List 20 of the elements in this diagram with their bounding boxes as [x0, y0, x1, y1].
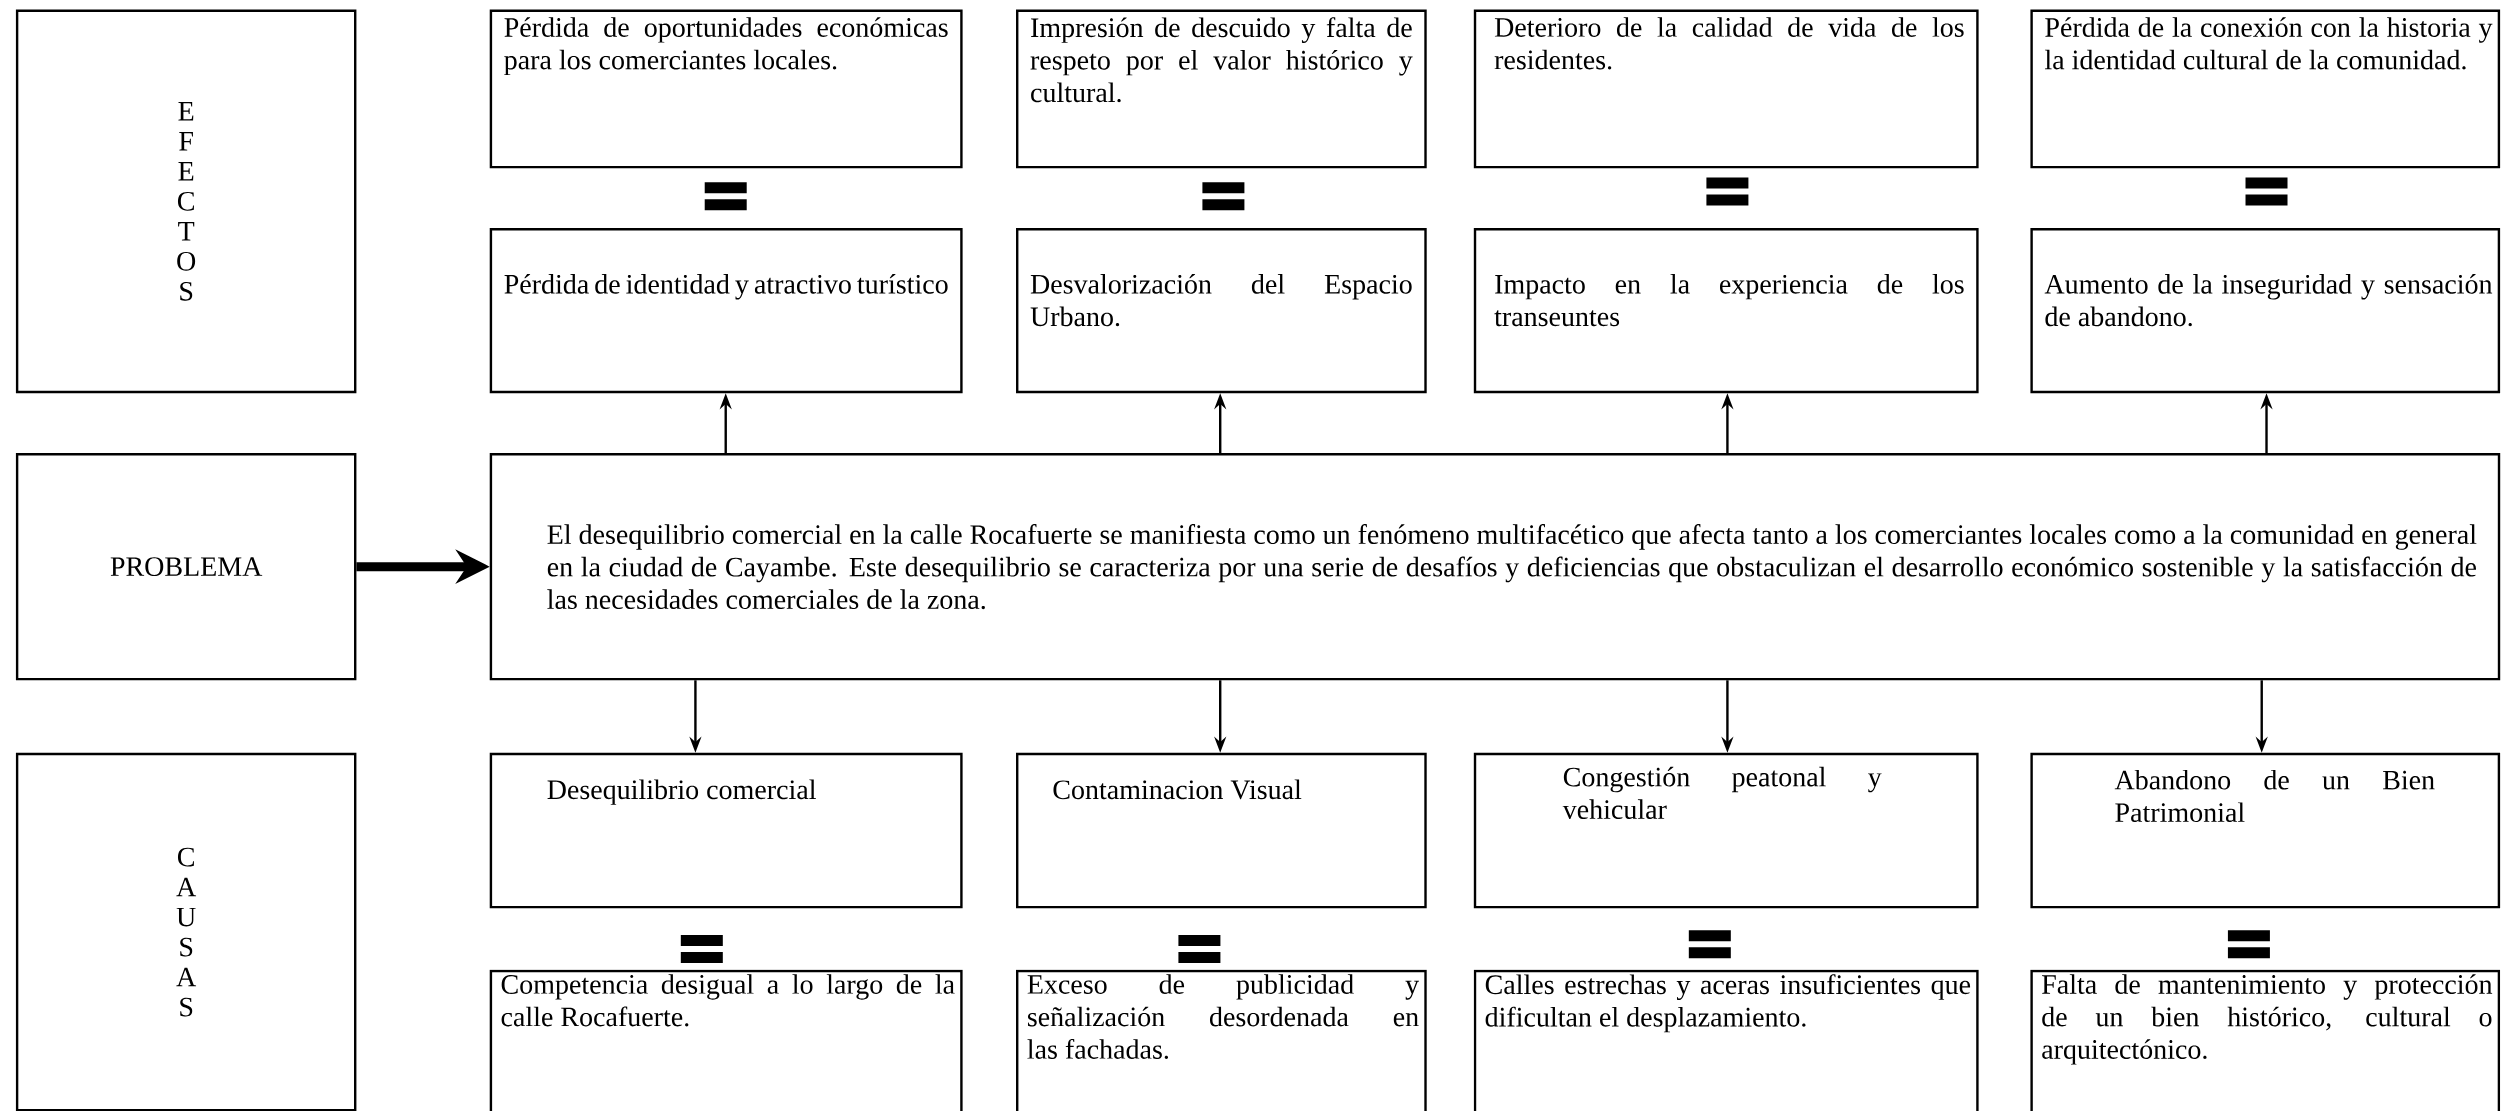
text-box: Falta de mantenimiento y protección de un bien histórico, cultural o arquitectónico.: [2030, 969, 2501, 1111]
text-box: Contaminacion Visual: [1016, 752, 1427, 909]
text-box: Abandono de un Bien Patrimonial: [2030, 752, 2501, 909]
text-box: Congestión peatonal y vehicular: [1473, 752, 1979, 909]
text-box: Deterioro de la calidad de vida de los residentes.: [1473, 9, 1979, 169]
text-box: Impacto en la experiencia de los transeuntes: [1473, 228, 1979, 394]
text-box: Aumento de la inseguridad y sensación de abandono.: [2030, 228, 2501, 394]
section-label-box: PROBLEMA: [15, 453, 357, 681]
text-box: Competencia desigual a lo largo de la calle Rocafuerte.: [489, 969, 963, 1111]
section-label-box: E F E C T O S: [15, 9, 357, 394]
text-box: Impresión de descuido y falta de respeto por el valor histórico y cultural.: [1016, 9, 1427, 169]
text-box: Desequilibrio comercial: [489, 752, 963, 909]
text-box: Calles estrechas y aceras insuficientes que dificultan el desplazamiento.: [1473, 969, 1979, 1111]
text-box: Exceso de publicidad y señalización desordenada en las fachadas.: [1016, 969, 1427, 1111]
text-box: Desvalorización del Espacio Urbano.: [1016, 228, 1427, 394]
text-box: Pérdida de oportunidades económicas para los comerciantes locales.: [489, 9, 963, 169]
text-box: El desequilibrio comercial en la calle Rocafuerte se manifiesta como un fenómeno multifacético que afecta tanto a los comerciantes locales como a la comunidad en general en la ciudad de Cayambe. Este desequilibrio se caracteriza por una serie de desafíos y deficiencias que obstaculizan el desarrollo económico sostenible y la satisfacción de las necesidades comerciales de la zona.: [489, 453, 2501, 681]
text-box: Pérdida de la conexión con la historia y la identidad cultural de la comunidad.: [2030, 9, 2501, 169]
section-label-box: C A U S A S: [15, 752, 357, 1111]
text-box: Pérdida de identidad y atractivo turístico: [489, 228, 963, 394]
